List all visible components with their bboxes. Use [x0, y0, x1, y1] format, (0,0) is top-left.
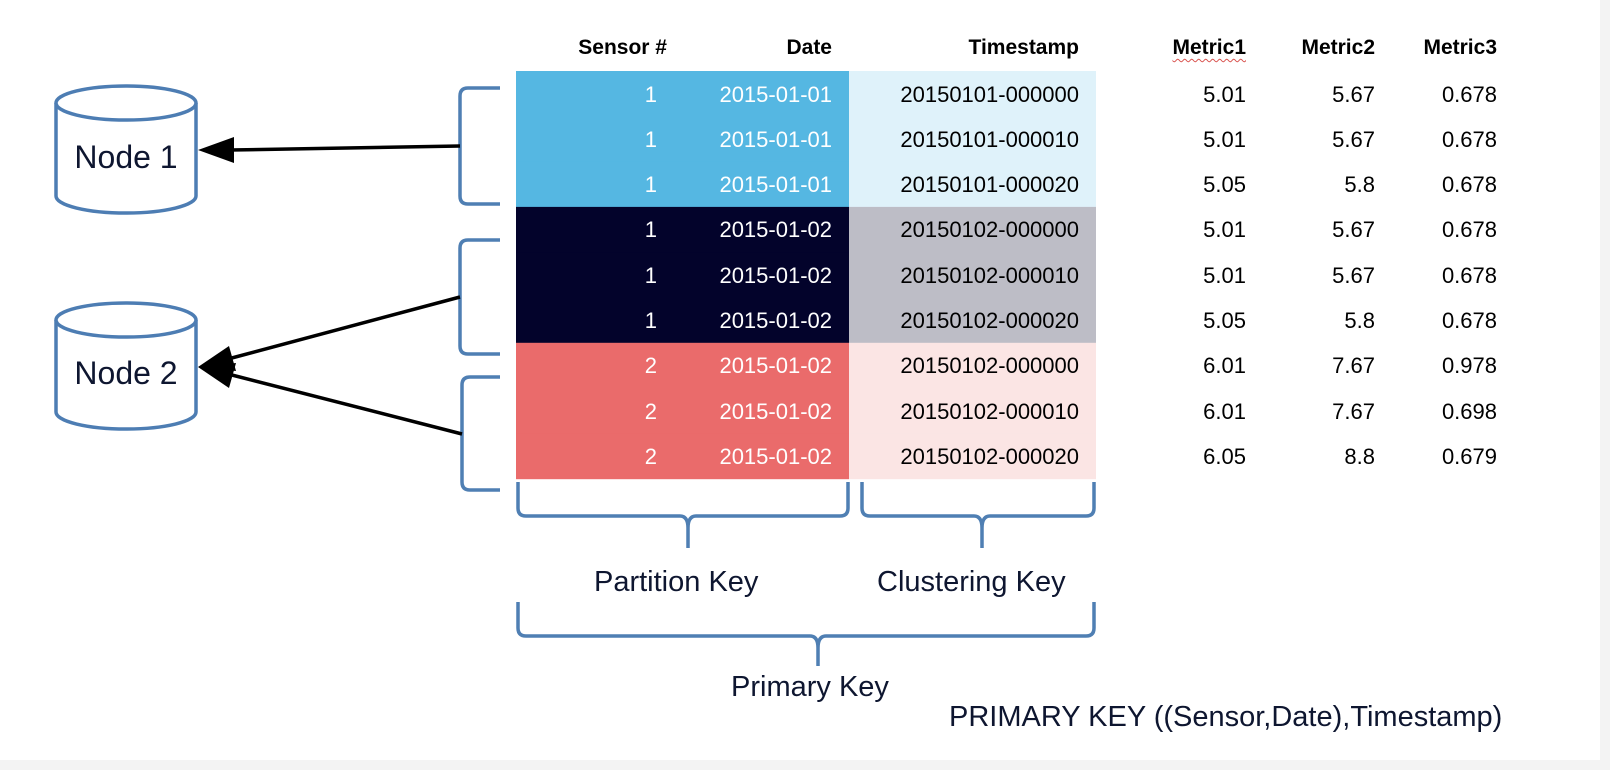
cell-sensor: 1 — [644, 81, 657, 107]
cell-metric1: 5.01 — [1203, 262, 1246, 288]
cell-metric2: 5.67 — [1332, 217, 1375, 243]
node-2-label: Node 2 — [74, 355, 178, 391]
cell-sensor: 2 — [644, 443, 657, 469]
primary-key-brace — [516, 602, 1096, 666]
cell-timestamp: 20150101-000010 — [900, 126, 1079, 152]
header-metric2: Metric2 — [1301, 36, 1375, 59]
cell-metric2: 5.67 — [1332, 81, 1375, 107]
arrow-partition-1-to-node-1 — [198, 137, 461, 163]
cell-metric2: 5.8 — [1344, 308, 1375, 333]
clustering-key-cell-bg — [849, 252, 1096, 298]
partition-key-cell-bg — [516, 297, 849, 344]
clustering-key-cell-bg — [849, 297, 1096, 344]
cell-metric3: 0.678 — [1441, 81, 1497, 107]
cell-metric2: 5.67 — [1332, 262, 1375, 288]
node-2-cylinder — [54, 301, 198, 431]
cell-metric1: 5.01 — [1203, 126, 1246, 152]
cell-metric3: 0.678 — [1441, 126, 1497, 152]
partition-key-brace — [516, 482, 850, 548]
clustering-key-cell-bg — [849, 342, 1096, 389]
cell-metric1: 6.01 — [1203, 398, 1246, 424]
partition-3-bracket — [460, 375, 500, 492]
clustering-key-cell-bg — [849, 206, 1096, 253]
cell-metric3: 0.978 — [1441, 353, 1497, 379]
header-date: Date — [786, 36, 832, 59]
cell-date: 2015-01-01 — [719, 81, 832, 107]
cell-metric3: 0.698 — [1441, 398, 1497, 424]
cell-sensor: 1 — [644, 308, 657, 333]
partition-key-cell-bg — [516, 252, 849, 298]
node-1-cylinder — [54, 84, 198, 215]
cell-metric1: 5.01 — [1203, 217, 1246, 243]
cell-date: 2015-01-02 — [719, 308, 832, 333]
clustering-key-label: Clustering Key — [877, 566, 1066, 598]
cell-metric1: 5.01 — [1203, 81, 1246, 107]
cell-metric3: 0.678 — [1441, 262, 1497, 288]
cell-metric2: 8.8 — [1344, 443, 1375, 469]
partition-key-cell-bg — [516, 161, 849, 208]
cell-sensor: 2 — [644, 398, 657, 424]
clustering-key-cell-bg — [849, 116, 1096, 163]
header-metric1: Metric1 — [1172, 36, 1246, 59]
cell-sensor: 1 — [644, 172, 657, 198]
partition-1-bracket — [458, 86, 500, 206]
cell-timestamp: 20150102-000010 — [900, 262, 1079, 288]
cell-timestamp: 20150102-000000 — [900, 353, 1079, 379]
arrow-partition-2-to-node-2 — [198, 295, 461, 371]
partition-key-label: Partition Key — [594, 566, 759, 598]
cell-date: 2015-01-02 — [719, 443, 832, 469]
cell-timestamp: 20150101-000020 — [900, 172, 1079, 198]
header-sensor: Sensor # — [578, 36, 667, 59]
cell-timestamp: 20150102-000000 — [900, 217, 1079, 243]
partition-key-cell-bg — [516, 71, 849, 117]
clustering-key-cell-bg — [849, 433, 1096, 480]
primary-key-label: Primary Key — [731, 671, 889, 703]
partition-key-cell-bg — [516, 206, 849, 253]
cell-metric1: 6.05 — [1203, 443, 1246, 469]
cell-metric1: 5.05 — [1203, 172, 1246, 198]
clustering-key-brace — [860, 482, 1096, 548]
partition-key-cell-bg — [516, 388, 849, 434]
clustering-key-cell-bg — [849, 388, 1096, 434]
cell-metric2: 5.67 — [1332, 126, 1375, 152]
partition-key-cell-bg — [516, 342, 849, 389]
clustering-key-cell-bg — [849, 71, 1096, 117]
header-metric3: Metric3 — [1423, 36, 1497, 59]
primary-key-definition: PRIMARY KEY ((Sensor,Date),Timestamp) — [949, 701, 1503, 733]
partition-key-cell-bg — [516, 433, 849, 480]
arrow-partition-3-to-node-2 — [198, 363, 463, 436]
partition-key-cell-bg — [516, 116, 849, 163]
cell-date: 2015-01-01 — [719, 172, 832, 198]
cell-metric1: 5.05 — [1203, 308, 1246, 333]
header-timestamp: Timestamp — [968, 36, 1080, 59]
cell-sensor: 1 — [644, 217, 657, 243]
cell-metric2: 7.67 — [1332, 398, 1375, 424]
cell-metric3: 0.678 — [1441, 172, 1497, 198]
cell-timestamp: 20150102-000010 — [900, 398, 1079, 424]
cell-metric3: 0.679 — [1441, 443, 1497, 469]
cell-date: 2015-01-02 — [719, 262, 832, 288]
cell-timestamp: 20150102-000020 — [900, 308, 1079, 333]
cell-date: 2015-01-02 — [719, 353, 832, 379]
cell-sensor: 2 — [644, 353, 657, 379]
partition-2-bracket — [458, 238, 500, 356]
cell-date: 2015-01-02 — [719, 398, 832, 424]
cell-date: 2015-01-01 — [719, 126, 832, 152]
node-1-label: Node 1 — [74, 139, 178, 175]
cell-metric3: 0.678 — [1441, 308, 1497, 333]
clustering-key-cell-bg — [849, 161, 1096, 208]
table-cell-backgrounds — [516, 71, 1096, 480]
cell-sensor: 1 — [644, 126, 657, 152]
cell-timestamp: 20150102-000020 — [900, 443, 1079, 469]
cell-metric2: 7.67 — [1332, 353, 1375, 379]
cell-metric1: 6.01 — [1203, 353, 1246, 379]
cell-timestamp: 20150101-000000 — [900, 81, 1079, 107]
cell-metric2: 5.8 — [1344, 172, 1375, 198]
cell-metric3: 0.678 — [1441, 217, 1497, 243]
cell-sensor: 1 — [644, 262, 657, 288]
cell-date: 2015-01-02 — [719, 217, 832, 243]
